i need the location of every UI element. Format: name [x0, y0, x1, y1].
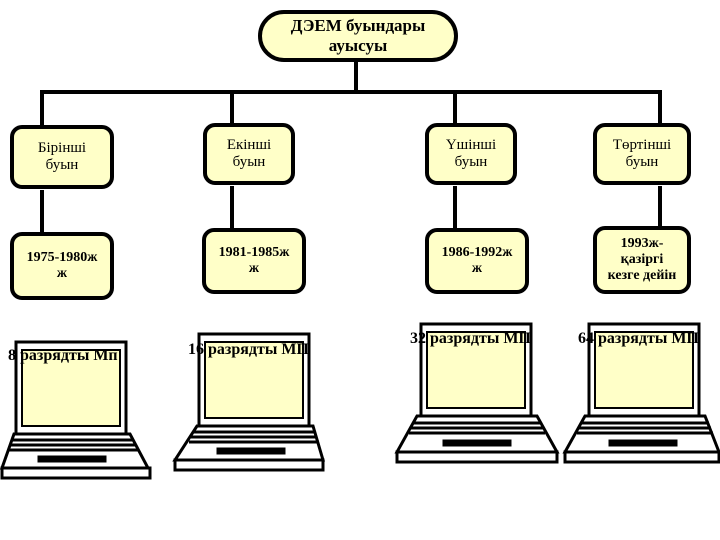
laptop-icon-3: [394, 322, 560, 464]
years-label-2: 1981-1985ж ж: [218, 244, 290, 276]
years-box-3: 1986-1992ж ж: [425, 228, 529, 294]
generation-box-3: Үшінші буын: [425, 123, 517, 185]
mp-label-4: 64 разрядты МП: [578, 330, 699, 347]
root-label: ДЭЕМ буындары ауысуы: [290, 16, 426, 55]
years-box-2: 1981-1985ж ж: [202, 228, 306, 294]
generation-box-1: Бірінші буын: [10, 125, 114, 189]
root-box: ДЭЕМ буындары ауысуы: [258, 10, 458, 62]
generation-box-4: Төртінші буын: [593, 123, 691, 185]
generation-label-2: Екінші буын: [226, 136, 272, 170]
mp-label-3: 32 разрядты МП: [410, 330, 531, 347]
mp-label-1: 8 разрядты Мп: [8, 347, 118, 364]
generation-label-1: Бірінші буын: [37, 139, 87, 173]
laptop-icon-1: [0, 340, 152, 480]
generation-box-2: Екінші буын: [203, 123, 295, 185]
years-label-4: 1993ж- қазіргі кезге дейін: [607, 235, 677, 284]
years-box-1: 1975-1980ж ж: [10, 232, 114, 300]
generation-label-3: Үшінші буын: [445, 136, 497, 170]
years-label-3: 1986-1992ж ж: [441, 244, 513, 276]
laptop-icon-4: [562, 322, 720, 464]
generation-label-4: Төртінші буын: [612, 136, 672, 170]
years-label-1: 1975-1980ж ж: [26, 249, 98, 281]
laptop-icon-2: [172, 332, 326, 472]
years-box-4: 1993ж- қазіргі кезге дейін: [593, 226, 691, 294]
mp-label-2: 16 разрядты МП: [188, 341, 309, 358]
